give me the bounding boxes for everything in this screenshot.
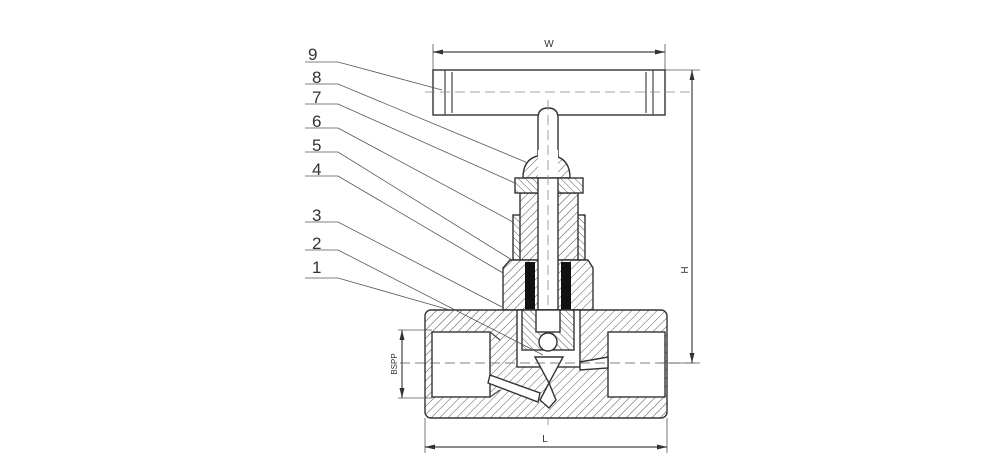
dimension-bspp-label: BSPP [390, 353, 399, 374]
svg-text:7: 7 [312, 88, 321, 107]
valve-body [400, 309, 700, 419]
handle [425, 69, 690, 116]
dimension-w: W [432, 39, 666, 70]
dimension-w-label: W [544, 39, 554, 50]
svg-text:2: 2 [312, 234, 321, 253]
svg-text:9: 9 [308, 45, 317, 64]
label-7: 7 [305, 88, 516, 184]
label-2: 2 [305, 234, 544, 356]
dimension-h: H [660, 69, 700, 364]
dimension-bspp: BSPP [390, 329, 432, 399]
part-labels: 9 8 7 6 5 4 3 2 1 [305, 45, 544, 356]
label-3: 3 [305, 206, 503, 308]
svg-text:3: 3 [312, 206, 321, 225]
label-4: 4 [305, 160, 504, 274]
packing-right [561, 262, 571, 310]
dimension-l: L [424, 418, 668, 453]
svg-text:8: 8 [312, 68, 321, 87]
svg-text:1: 1 [312, 258, 321, 277]
label-6: 6 [305, 112, 514, 223]
svg-text:6: 6 [312, 112, 321, 131]
label-8: 8 [305, 68, 529, 164]
label-5: 5 [305, 136, 513, 261]
dimension-h-label: H [680, 266, 691, 273]
label-1: 1 [305, 258, 451, 311]
svg-text:5: 5 [312, 136, 321, 155]
packing-left [525, 262, 535, 310]
svg-text:4: 4 [312, 160, 321, 179]
dimension-l-label: L [542, 434, 548, 445]
label-9: 9 [305, 45, 443, 91]
